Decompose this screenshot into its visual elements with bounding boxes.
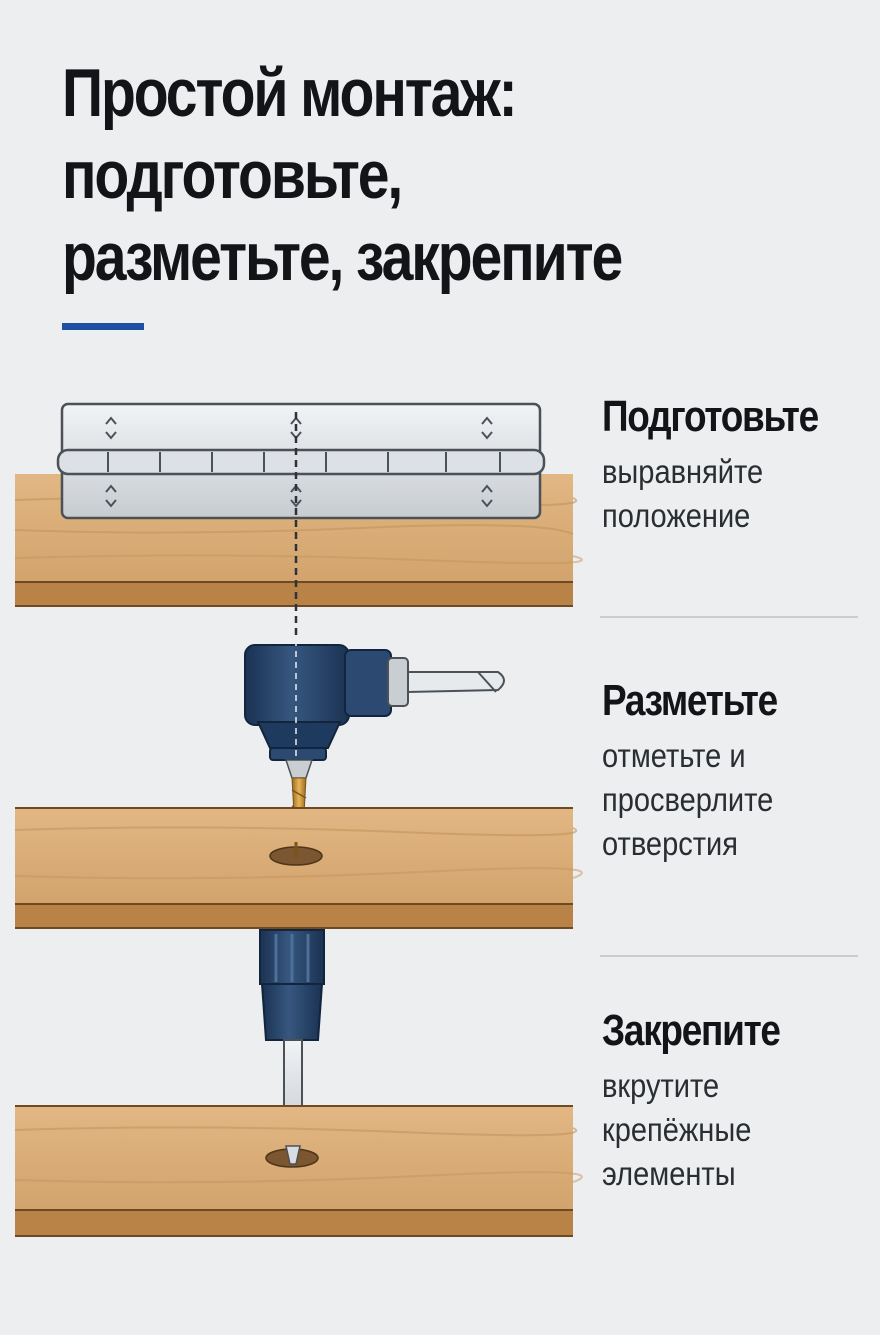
- step-mark-title: Разметьте: [602, 676, 778, 725]
- step-mark-desc-line: просверлите: [602, 781, 774, 818]
- step-prepare-desc-line: выравняйте: [602, 453, 764, 490]
- step-prepare-title: Подготовьте: [602, 392, 819, 441]
- step-mark-desc-line: отверстия: [602, 825, 738, 862]
- page-title: Простой монтаж: подготовьте, разметьте, …: [62, 52, 717, 298]
- step-mark-description: отметьте и просверлите отверстия: [602, 734, 872, 866]
- step-fasten-description: вкрутите крепёжные элементы: [602, 1064, 872, 1196]
- title-accent-bar: [62, 323, 144, 330]
- step-prepare-desc-line: положение: [602, 497, 751, 534]
- step-mark-desc-line: отметьте и: [602, 737, 746, 774]
- piano-hinge-icon: [56, 402, 546, 640]
- step-fasten: Закрепите вкрутите крепёжные элементы: [602, 1004, 872, 1196]
- step-divider: [600, 616, 858, 618]
- step-divider: [600, 955, 858, 957]
- step-mark: Разметьте отметьте и просверлите отверст…: [602, 674, 872, 866]
- title-line-2: подготовьте,: [62, 137, 403, 213]
- step-fasten-desc-line: вкрутите: [602, 1067, 720, 1104]
- title-line-3: разметьте, закрепите: [62, 219, 623, 295]
- steps-illustration: [14, 402, 583, 1237]
- step2-board: [14, 807, 583, 929]
- step-prepare-description: выравняйте положение: [602, 450, 872, 538]
- step-fasten-title: Закрепите: [602, 1006, 781, 1055]
- title-line-1: Простой монтаж:: [62, 55, 518, 131]
- step-fasten-desc-line: крепёжные: [602, 1111, 752, 1148]
- step-prepare: Подготовьте выравняйте положение: [602, 390, 872, 538]
- step-fasten-desc-line: элементы: [602, 1155, 736, 1192]
- step3-board: [14, 1105, 583, 1237]
